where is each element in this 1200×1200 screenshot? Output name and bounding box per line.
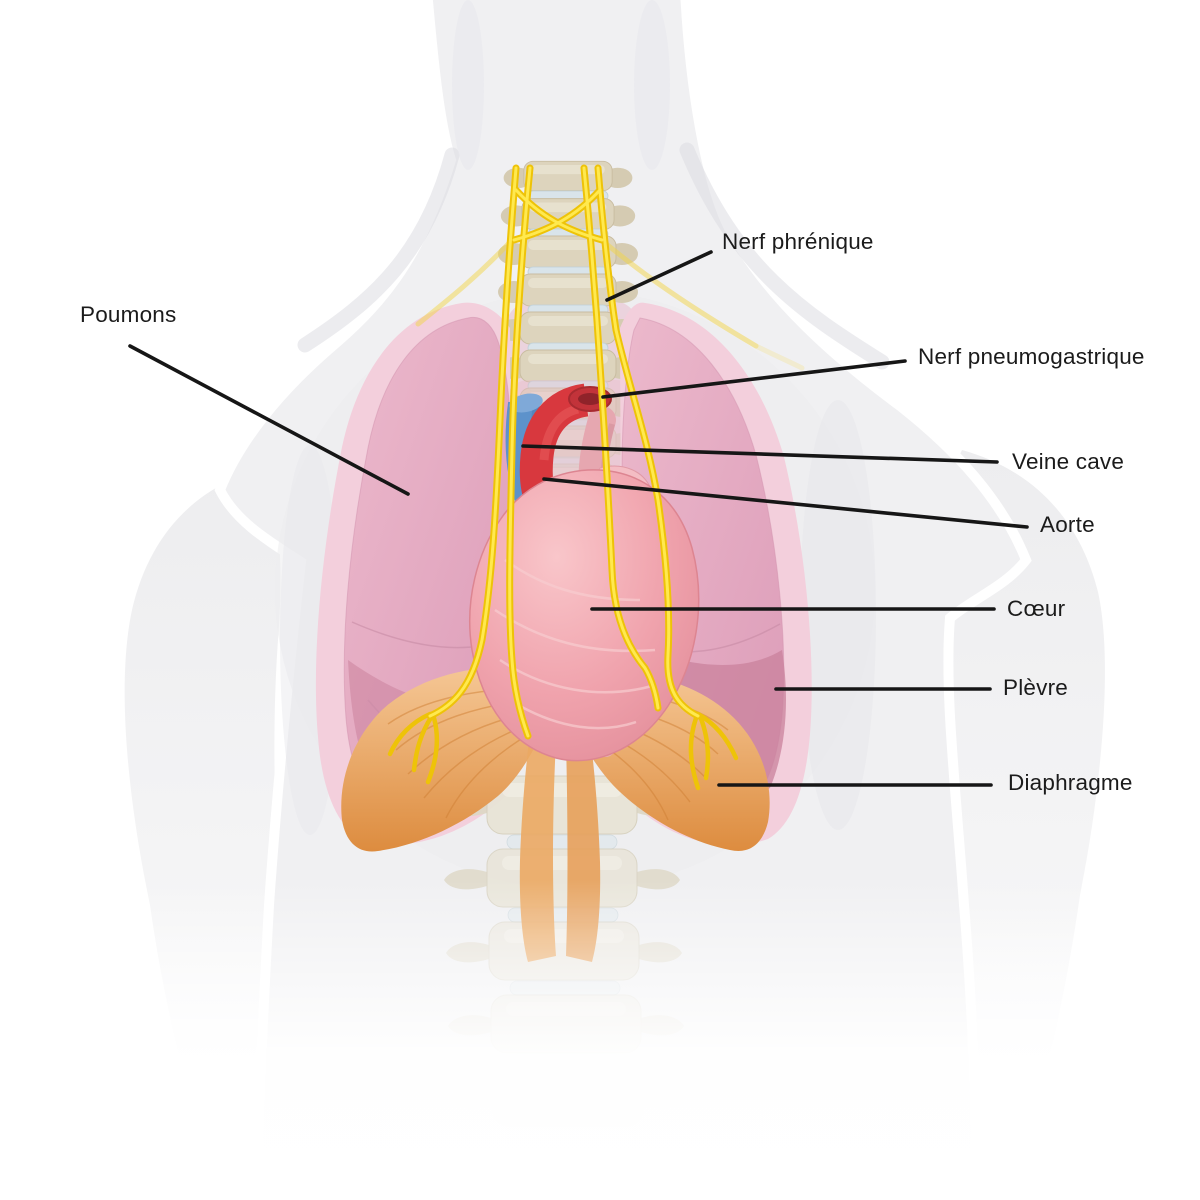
leader-poumons bbox=[128, 344, 410, 496]
leader-nerf-phrenique bbox=[605, 250, 713, 302]
label-nerf-pneumogastrique: Nerf pneumogastrique bbox=[918, 344, 1145, 369]
leader-nerf-pneumogastrique bbox=[601, 359, 907, 399]
label-coeur: Cœur bbox=[1007, 596, 1066, 621]
label-poumons: Poumons bbox=[80, 302, 177, 327]
vena-cava-opening bbox=[509, 393, 543, 413]
nerves bbox=[387, 164, 805, 791]
label-veine-cave: Veine cave bbox=[1012, 449, 1125, 474]
aorta-highlight bbox=[539, 404, 580, 461]
nerve-highlights bbox=[428, 166, 700, 738]
bottom-fade bbox=[0, 880, 1200, 1200]
label-nerf-phrenique: Nerf phrénique bbox=[722, 229, 874, 254]
nerve-branches bbox=[387, 711, 739, 791]
aorta-lumen bbox=[578, 393, 602, 405]
nerve-fading-strands bbox=[415, 237, 805, 371]
collar-shade-left bbox=[297, 147, 460, 353]
collar-shade-right bbox=[679, 142, 890, 370]
leader-veine-cave bbox=[521, 444, 999, 464]
leader-aorte bbox=[542, 477, 1029, 529]
label-aorte: Aorte bbox=[1040, 512, 1095, 537]
neck-shade-left bbox=[452, 0, 484, 170]
neck-shade-right bbox=[634, 0, 670, 170]
label-plevre: Plèvre bbox=[1003, 675, 1068, 700]
leader-lines bbox=[128, 250, 1029, 787]
label-diaphragme: Diaphragme bbox=[1008, 770, 1133, 795]
